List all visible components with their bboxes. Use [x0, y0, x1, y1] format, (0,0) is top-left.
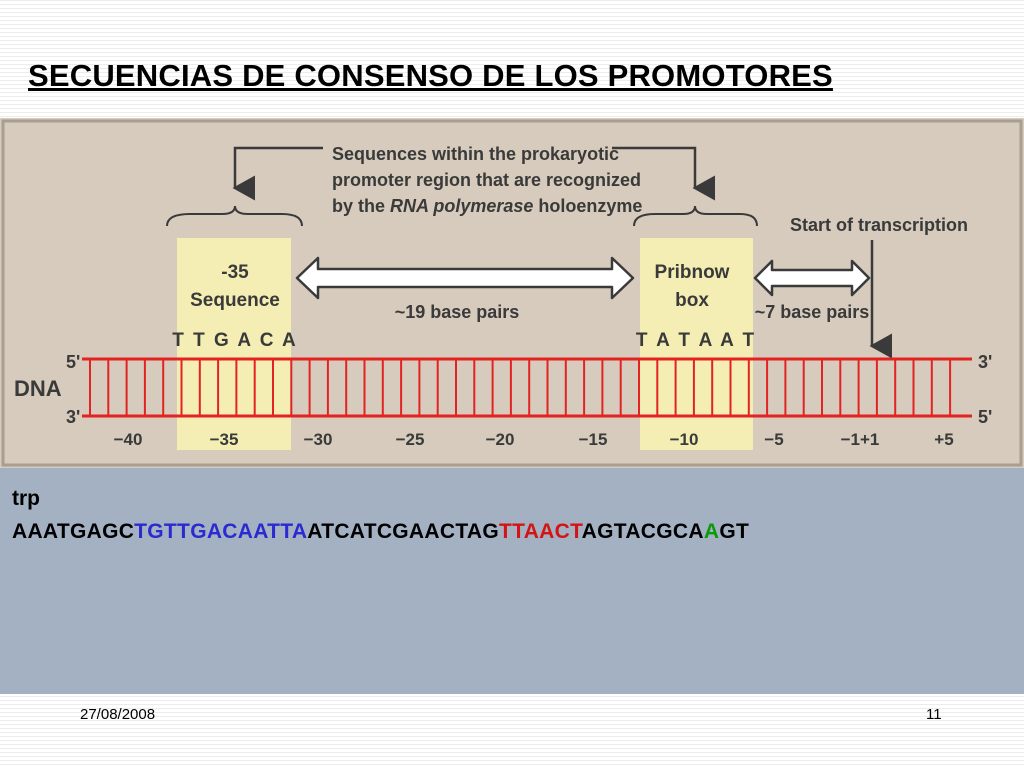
gene-name: trp: [12, 487, 40, 510]
position-label: −20: [486, 430, 515, 449]
position-label: −5: [764, 430, 783, 449]
dna-base-pairs: [89, 359, 952, 416]
gap-7-label: ~7 base pairs: [755, 302, 870, 322]
position-label: −35: [210, 430, 239, 449]
slide-number: 11: [926, 706, 942, 723]
sequence-segment: ATCATCGAACTAG: [307, 520, 499, 543]
strand-bottom-right: 5': [978, 407, 992, 427]
transcription-start-base: A: [703, 520, 720, 543]
minus35-sequence-word: Sequence: [190, 290, 280, 311]
pribnow-box-word: box: [675, 290, 709, 311]
minus35-region: TGTTGACAATTA: [134, 520, 308, 543]
sequence-segment: AGTACGCA: [581, 520, 704, 543]
promoter-figure: Sequences within the prokaryotic promote…: [0, 118, 1024, 468]
dna-label: DNA: [14, 376, 62, 401]
pribnow-bases: T A T A A T: [636, 330, 756, 351]
strand-top-left: 5': [66, 352, 80, 372]
strand-bottom-left: 3': [66, 407, 80, 427]
position-label: −15: [579, 430, 608, 449]
minus35-label: -35: [221, 262, 249, 283]
caption-line-1: Sequences within the prokaryotic: [332, 144, 619, 164]
sequence-panel: [0, 468, 1024, 694]
gap-7-arrow: [753, 259, 871, 297]
strand-top-right: 3': [978, 352, 992, 372]
slide-title: SECUENCIAS DE CONSENSO DE LOS PROMOTORES: [28, 58, 833, 93]
slide-date: 27/08/2008: [80, 706, 156, 723]
caption-line-2: promoter region that are recognized: [332, 170, 641, 190]
sequence-segment: GT: [719, 520, 750, 543]
position-label: −40: [114, 430, 143, 449]
position-label: −30: [304, 430, 333, 449]
position-label: −25: [396, 430, 425, 449]
sequence-segment: AAATGAGC: [12, 520, 135, 543]
caption-right-arrow: [612, 146, 715, 201]
position-label: −10: [670, 430, 699, 449]
gap-19-label: ~19 base pairs: [395, 302, 520, 322]
pribnow-brace: [633, 205, 758, 227]
minus35-brace: [166, 205, 303, 227]
pribnow-label: Pribnow: [655, 262, 730, 283]
gap-19-arrow: [295, 256, 635, 300]
promoter-sequence: AAATGAGCTGTTGACAATTAATCATCGAACTAGTTAACTA…: [12, 520, 749, 544]
position-label: +5: [934, 430, 953, 449]
position-label: −1+1: [841, 430, 880, 449]
minus10-region: TTAACT: [499, 520, 582, 543]
caption-line-3: by the RNA polymerase holoenzyme: [332, 196, 642, 216]
caption-left-arrow: [232, 146, 323, 201]
minus35-bases: T T G A C A: [172, 330, 297, 351]
start-transcription-label: Start of transcription: [790, 215, 968, 235]
